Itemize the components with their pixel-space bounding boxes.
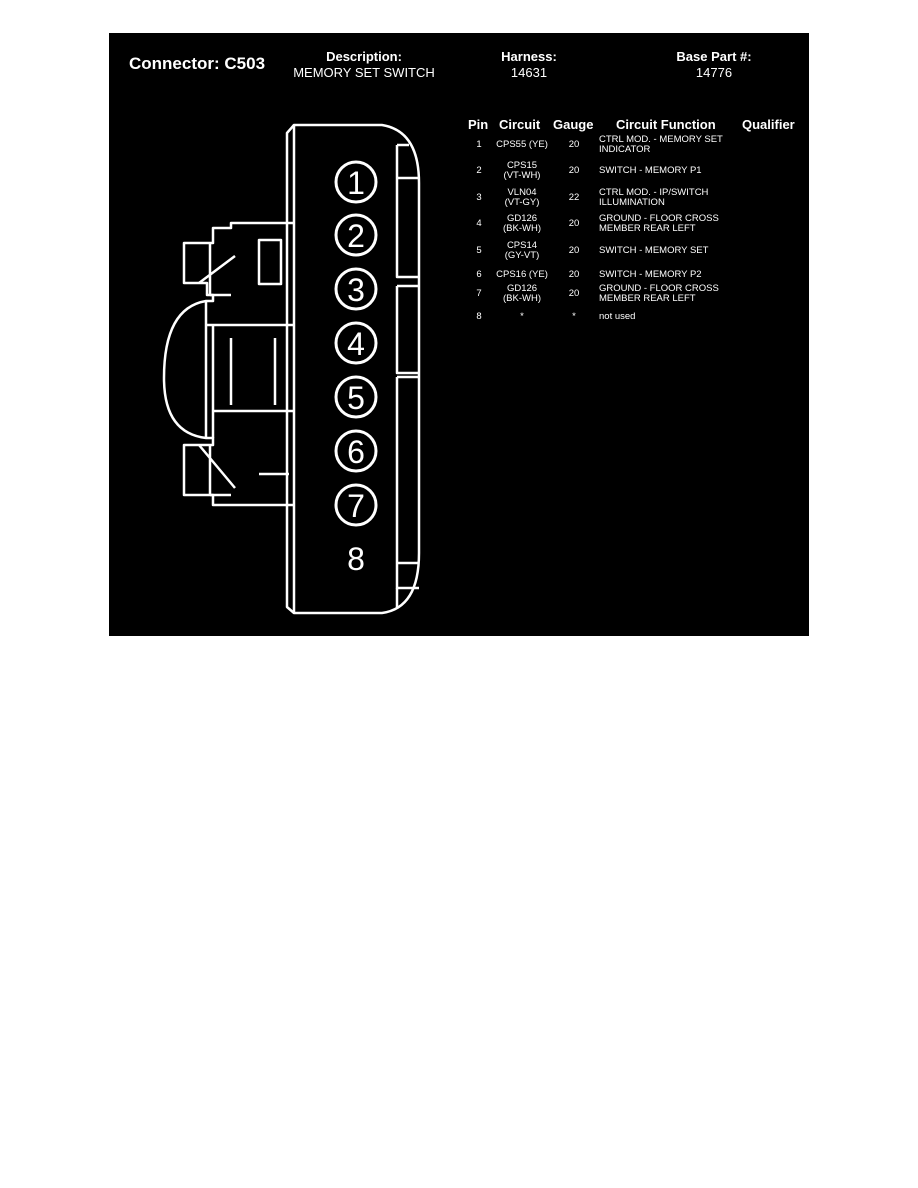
- cell-function: CTRL MOD. - IP/SWITCH ILLUMINATION: [599, 187, 709, 208]
- pin-2-cavity: [334, 213, 378, 257]
- cell-pin: 1: [476, 139, 482, 150]
- cell-circuit: GD126 (BK-WH): [503, 213, 541, 234]
- lock-arm-upper: [198, 243, 236, 297]
- pin-3-cavity: [334, 267, 378, 311]
- cell-circuit: *: [520, 311, 524, 322]
- pin-6-cavity: [334, 429, 378, 473]
- cell-function: SWITCH - MEMORY P2: [599, 269, 702, 280]
- harness-label: Harness:: [501, 49, 557, 64]
- header-circuit: Circuit: [499, 117, 541, 132]
- header-pin: Pin: [468, 117, 489, 132]
- pin-label-8: 8: [347, 541, 365, 577]
- cell-gauge: *: [572, 311, 576, 322]
- connector-title: Connector: C503: [129, 54, 266, 73]
- harness-header: Harness: 14631: [479, 49, 579, 81]
- cell-function: GROUND - FLOOR CROSS MEMBER REAR LEFT: [599, 283, 719, 304]
- pin-label-5: 5: [347, 380, 365, 416]
- cell-pin: 4: [476, 218, 482, 229]
- pin-label-1: 1: [347, 165, 365, 201]
- lock-window: [257, 238, 283, 286]
- cell-function: SWITCH - MEMORY SET: [599, 245, 709, 256]
- cell-pin: 3: [476, 192, 482, 203]
- cell-gauge: 20: [568, 165, 580, 176]
- cell-circuit: VLN04 (VT-GY): [504, 187, 540, 208]
- latch-segment-upper: [395, 145, 419, 279]
- cell-function: CTRL MOD. - MEMORY SET INDICATOR: [599, 134, 723, 155]
- connector-left-wall: [285, 124, 295, 614]
- pin-5-cavity: [334, 375, 378, 419]
- pin-label-6: 6: [347, 434, 365, 470]
- latch-segment-lower: [395, 375, 419, 590]
- bracket-rails: [229, 338, 277, 405]
- base-part-value: 14776: [695, 65, 733, 80]
- lock-arm-lower: [198, 444, 236, 497]
- pin-7-cavity: [334, 483, 378, 527]
- pin-4-cavity: [334, 321, 378, 365]
- header-gauge: Gauge: [553, 117, 594, 132]
- connector-body-outline: [292, 123, 421, 615]
- header-circuit-function: Circuit Function: [616, 117, 716, 132]
- cell-pin: 7: [476, 288, 482, 299]
- description-label: Description:: [326, 49, 402, 64]
- pin-1-cavity: [334, 160, 378, 204]
- cell-circuit: CPS15 (VT-WH): [503, 160, 541, 181]
- cell-gauge: 20: [568, 139, 580, 150]
- cell-gauge: 20: [568, 218, 580, 229]
- latch-segment-mid: [395, 284, 419, 375]
- cell-circuit: CPS16 (YE): [496, 269, 548, 280]
- cell-pin: 5: [476, 245, 482, 256]
- cell-circuit: CPS55 (YE): [496, 139, 548, 150]
- base-part-label: Base Part #:: [676, 49, 752, 64]
- cell-gauge: 22: [568, 192, 580, 203]
- cell-gauge: 20: [568, 288, 580, 299]
- cell-pin: 2: [476, 165, 482, 176]
- cell-function: GROUND - FLOOR CROSS MEMBER REAR LEFT: [599, 213, 719, 234]
- pin-label-7: 7: [347, 488, 365, 524]
- description-header: Description: MEMORY SET SWITCH: [284, 49, 444, 81]
- cell-circuit: GD126 (BK-WH): [503, 283, 541, 304]
- latch-tabs: [395, 143, 419, 608]
- cell-function: not used: [599, 311, 636, 322]
- pin-label-2: 2: [347, 218, 365, 254]
- cell-function: SWITCH - MEMORY P1: [599, 165, 702, 176]
- connector-panel: Connector: C503 Description: MEMORY SET …: [109, 33, 809, 636]
- bracket-inner: [204, 301, 294, 438]
- pin-label-3: 3: [347, 272, 365, 308]
- connector-face-diagram: 1 2 3 4 5 6 7 8: [162, 123, 421, 615]
- cell-pin: 8: [476, 311, 482, 322]
- cell-gauge: 20: [568, 269, 580, 280]
- cell-circuit: CPS14 (GY-VT): [504, 240, 540, 261]
- cell-pin: 6: [476, 269, 482, 280]
- base-part-header: Base Part #: 14776: [659, 49, 769, 81]
- harness-value: 14631: [510, 65, 548, 80]
- header-qualifier: Qualifier: [742, 117, 795, 132]
- cell-gauge: 20: [568, 245, 580, 256]
- pin-label-4: 4: [347, 326, 365, 362]
- description-value: MEMORY SET SWITCH: [293, 65, 435, 80]
